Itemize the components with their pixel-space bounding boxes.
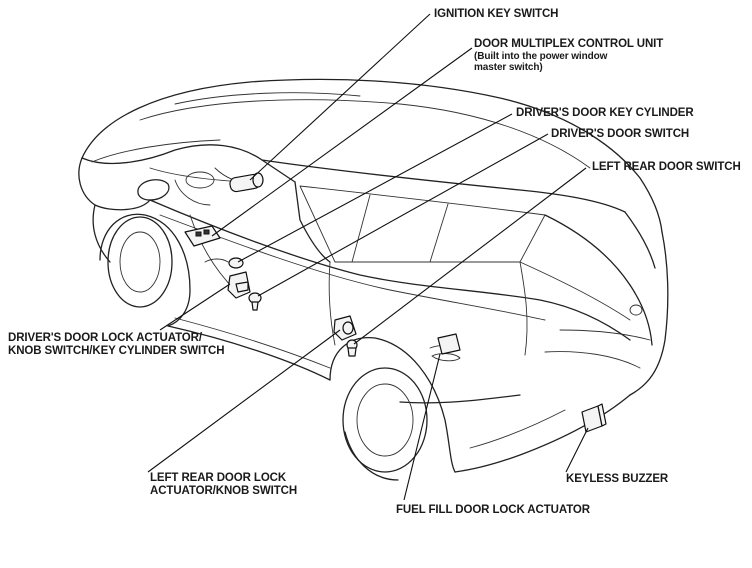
label-drivers-door-switch: DRIVER'S DOOR SWITCH [551,128,689,141]
drivers-door-lock-actuator-part [227,271,251,299]
label-left-rear-door-switch-text: LEFT REAR DOOR SWITCH [592,161,741,173]
label-left-rear-door-lock-actuator-line1: LEFT REAR DOOR LOCK [150,472,287,484]
door-multiplex-unit-part [184,225,221,247]
label-drivers-door-lock-actuator: DRIVER'S DOOR LOCK ACTUATOR/ KNOB SWITCH… [8,332,225,358]
label-left-rear-door-lock-actuator-line2: ACTUATOR/KNOB SWITCH [150,485,298,497]
label-door-multiplex-control-unit: DOOR MULTIPLEX CONTROL UNIT (Built into … [474,38,663,73]
leader-lines [147,13,589,501]
leader-fuel-fill-door [403,353,441,501]
label-drivers-door-lock-actuator-line1: DRIVER'S DOOR LOCK ACTUATOR/ [8,332,202,344]
label-door-multiplex-line1: DOOR MULTIPLEX CONTROL UNIT [474,38,664,50]
leader-ignition-key-switch [249,13,431,181]
leader-door-multiplex [211,47,473,237]
label-left-rear-door-lock-actuator: LEFT REAR DOOR LOCK ACTUATOR/KNOB SWITCH [150,472,297,498]
leader-drivers-key-cylinder [237,113,513,263]
label-drivers-door-switch-text: DRIVER'S DOOR SWITCH [551,128,690,140]
drivers-door-key-cylinder-part [228,257,244,269]
left-rear-door-switch-part [346,339,358,357]
left-rear-door-lock-actuator-part [333,315,357,341]
leader-left-rear-lock-actuator [147,329,341,473]
label-left-rear-door-switch: LEFT REAR DOOR SWITCH [592,161,741,174]
label-fuel-fill-door-lock-actuator-text: FUEL FILL DOOR LOCK ACTUATOR [396,504,590,516]
label-keyless-buzzer: KEYLESS BUZZER [566,473,668,486]
drivers-door-switch-part [248,292,262,311]
label-door-multiplex-line2: (Built into the power window [474,51,608,62]
fuel-fill-door-lock-actuator-part [437,333,461,355]
label-fuel-fill-door-lock-actuator: FUEL FILL DOOR LOCK ACTUATOR [396,504,590,517]
ignition-key-switch-part [229,172,264,193]
leader-keyless-buzzer [565,427,589,473]
label-drivers-door-key-cylinder-text: DRIVER'S DOOR KEY CYLINDER [516,107,694,119]
label-drivers-door-key-cylinder: DRIVER'S DOOR KEY CYLINDER [516,107,694,120]
car-body [78,78,669,481]
label-door-multiplex-line3: master switch) [474,62,543,73]
label-ignition-key-switch: IGNITION KEY SWITCH [434,8,559,21]
label-ignition-key-switch-text: IGNITION KEY SWITCH [434,8,559,20]
leader-drivers-lock-actuator [159,283,231,331]
label-drivers-door-lock-actuator-line2: KNOB SWITCH/KEY CYLINDER SWITCH [8,345,225,357]
leader-left-rear-door-switch [353,167,587,345]
keyless-buzzer-part [581,403,607,433]
label-keyless-buzzer-text: KEYLESS BUZZER [566,473,669,485]
leader-drivers-door-switch [257,133,549,297]
